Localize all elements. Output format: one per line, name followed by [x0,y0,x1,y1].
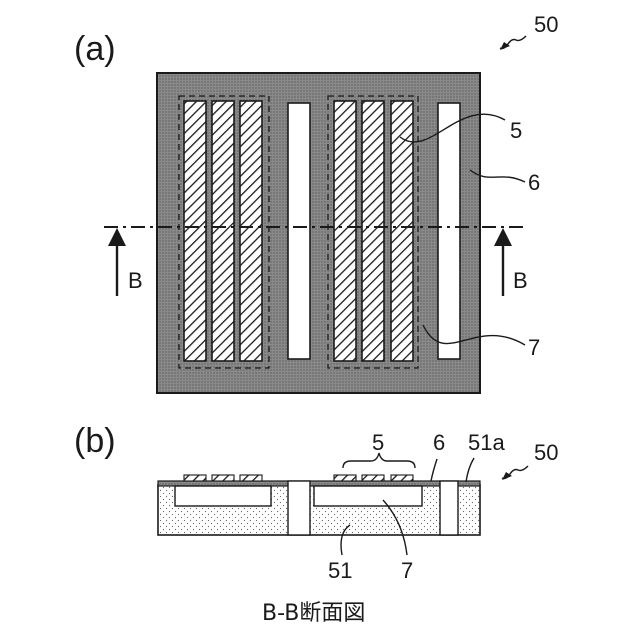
hatched-strip [240,101,262,361]
ref-51a-label: 51a [468,430,505,455]
section-label-left: B [128,268,143,293]
ref-5-label: 5 [510,118,522,143]
hatched-element [362,475,384,481]
ref-50-section-label: 50 [534,440,558,465]
ref-5-brace [343,453,415,468]
ref-6-label: 6 [528,170,540,195]
panel-a: (a) 50 B B 5 6 [74,12,558,393]
hatched-element [391,475,413,481]
hatched-strip [391,101,413,361]
hatched-element [240,475,262,481]
recess-cavity [175,486,271,506]
through-opening [288,481,310,535]
ref-5-section-label: 5 [372,430,384,455]
section-label-right: B [513,268,528,293]
ref-7-label: 7 [528,335,540,360]
ref-50-label: 50 [534,12,558,37]
through-opening [440,481,458,535]
section-arrow-right-head [494,228,512,246]
panel-b: (b) 5 6 51a 50 51 [74,422,558,626]
caption: B-B断面図 [262,601,365,626]
hatched-strip [212,101,234,361]
section-arrow-left-head [108,228,126,246]
open-slot [288,103,310,359]
top-layer [158,481,480,486]
ref-51a-leader [466,458,474,482]
ref-6-section-label: 6 [433,430,445,455]
hatched-element [184,475,206,481]
ref-6-section-leader [431,459,437,481]
recess-cavity [314,486,422,506]
hatched-element [212,475,234,481]
hatched-strip [184,101,206,361]
open-slot [438,103,460,359]
panel-a-label: (a) [74,30,116,68]
panel-b-label: (b) [74,422,116,460]
hatched-strip [362,101,384,361]
hatched-element [334,475,356,481]
ref-51-label: 51 [328,558,352,583]
hatched-strip [334,101,356,361]
ref-7-section-label: 7 [401,558,413,583]
